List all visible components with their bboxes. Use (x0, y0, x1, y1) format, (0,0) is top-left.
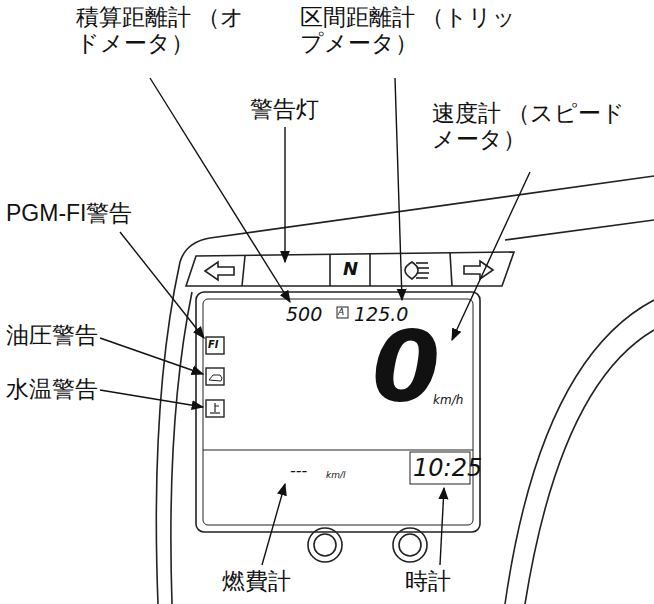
fuel-economy-unit: km/l (326, 471, 346, 480)
headlight-icon (405, 262, 429, 279)
turn-right-icon (464, 261, 493, 279)
trip-mark: A (338, 308, 344, 317)
turn-left-icon (205, 262, 234, 280)
callout-label: 燃費計 (222, 568, 291, 594)
clock-value: 10:25 (413, 456, 482, 480)
fuel-economy-value: --- (290, 463, 307, 479)
oil-pressure-icon (206, 368, 224, 385)
callout-label: 油圧警告 (6, 322, 98, 348)
callout-label: 積算距離計 （オドメータ） (76, 4, 251, 57)
speed-unit: km/h (433, 394, 463, 406)
fi-icon-text: FI (208, 340, 219, 350)
neutral-indicator: N (343, 260, 358, 278)
indicator-strip (186, 252, 514, 286)
callout-label: 時計 (405, 568, 451, 594)
callout-label: 警告灯 (250, 96, 319, 122)
callout-label: PGM-FI警告 (6, 200, 133, 226)
callout-label: 速度計 （スピードメータ） (432, 100, 648, 153)
callout-label: 区間距離計 （トリップメータ） (300, 4, 520, 57)
housing (156, 176, 654, 604)
coolant-temp-icon (206, 400, 224, 417)
lcd-panel (196, 292, 480, 532)
buttons (308, 528, 427, 562)
speed-value: 0 (372, 318, 440, 416)
callout-label: 水温警告 (6, 376, 98, 402)
odometer-value: 500 (286, 305, 322, 324)
